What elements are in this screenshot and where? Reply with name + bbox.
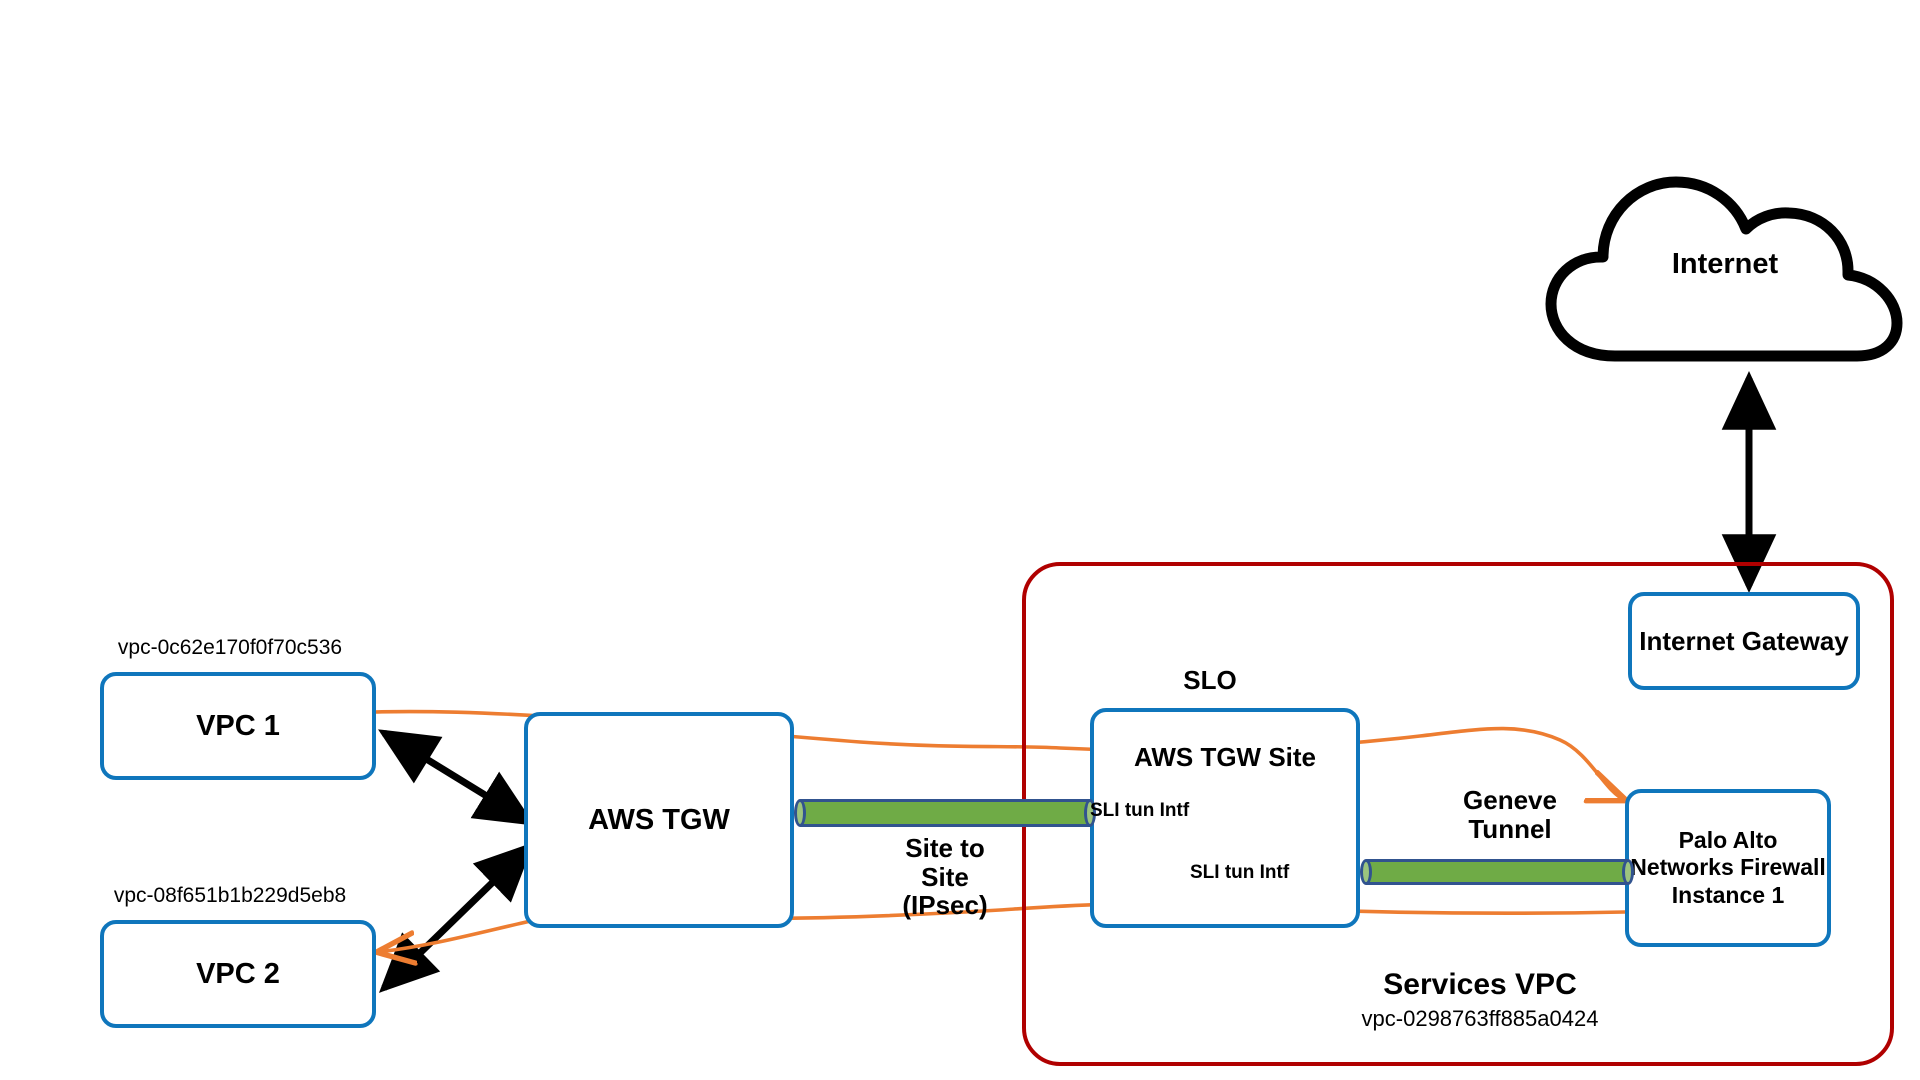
node-internet-gateway[interactable]: Internet Gateway — [1628, 592, 1860, 690]
cloud-icon — [1545, 176, 1903, 362]
tunnel-cap-left — [794, 799, 806, 827]
node-palo-alto-firewall[interactable]: Palo Alto Networks Firewall Instance 1 — [1625, 789, 1831, 947]
link-vpc1-tgw — [378, 729, 535, 826]
tunnel-geneve — [1360, 859, 1634, 885]
node-palo-alto-firewall-label: Palo Alto Networks Firewall Instance 1 — [1630, 827, 1826, 908]
link-vpc2-tgw — [378, 842, 535, 993]
node-aws-tgw[interactable]: AWS TGW — [524, 712, 794, 928]
services-vpc-id: vpc-0298763ff885a0424 — [1361, 1006, 1599, 1031]
tunnel-site-to-site-label: Site to Site (IPsec) — [902, 833, 988, 921]
vpc1-id-label: vpc-0c62e170f0f70c536 — [117, 636, 343, 659]
sli-tun-intf-top-label: SLI tun Intf — [1090, 800, 1190, 821]
node-aws-tgw-label: AWS TGW — [588, 803, 730, 836]
node-internet-cloud[interactable]: Internet — [1545, 168, 1905, 368]
node-vpc-2-label: VPC 2 — [196, 957, 280, 990]
node-internet-label: Internet — [1671, 248, 1779, 280]
slo-label: SLO — [1183, 665, 1237, 695]
services-vpc-name: Services VPC — [1383, 968, 1577, 1001]
tunnel-site-to-site — [794, 799, 1096, 827]
node-internet-gateway-label: Internet Gateway — [1639, 625, 1849, 656]
node-vpc-1[interactable]: VPC 1 — [100, 672, 376, 780]
node-vpc-1-label: VPC 1 — [196, 709, 280, 742]
sli-tun-intf-bottom-label: SLI tun Intf — [1190, 862, 1290, 883]
tunnel-geneve-cap-left — [1360, 859, 1372, 885]
node-vpc-2[interactable]: VPC 2 — [100, 920, 376, 1028]
tunnel-geneve-cap-right — [1622, 859, 1634, 885]
vpc2-id-label: vpc-08f651b1b229d5eb8 — [113, 884, 347, 907]
tunnel-geneve-label: Geneve Tunnel — [1463, 785, 1557, 844]
node-aws-tgw-site-label: AWS TGW Site — [1134, 742, 1316, 772]
